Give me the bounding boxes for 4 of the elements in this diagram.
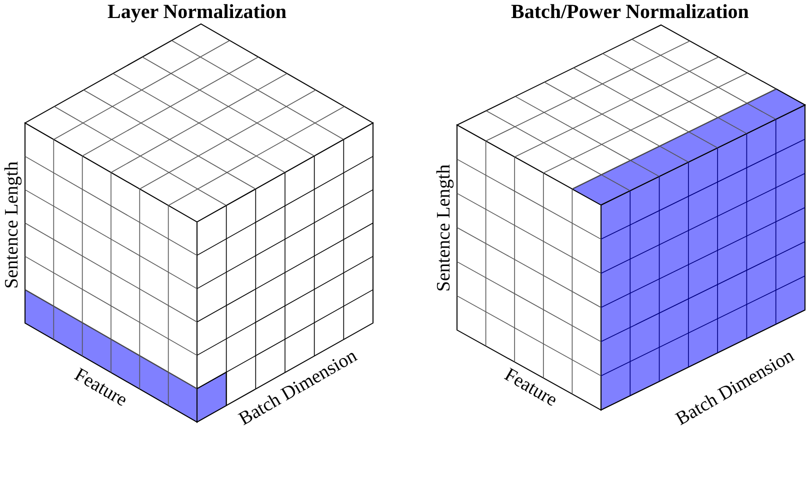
panel-title: Layer Normalization <box>108 0 287 24</box>
axis-label: Sentence Length <box>1 161 24 289</box>
panel-title: Batch/Power Normalization <box>511 0 749 24</box>
axis-label: Sentence Length <box>433 164 456 292</box>
